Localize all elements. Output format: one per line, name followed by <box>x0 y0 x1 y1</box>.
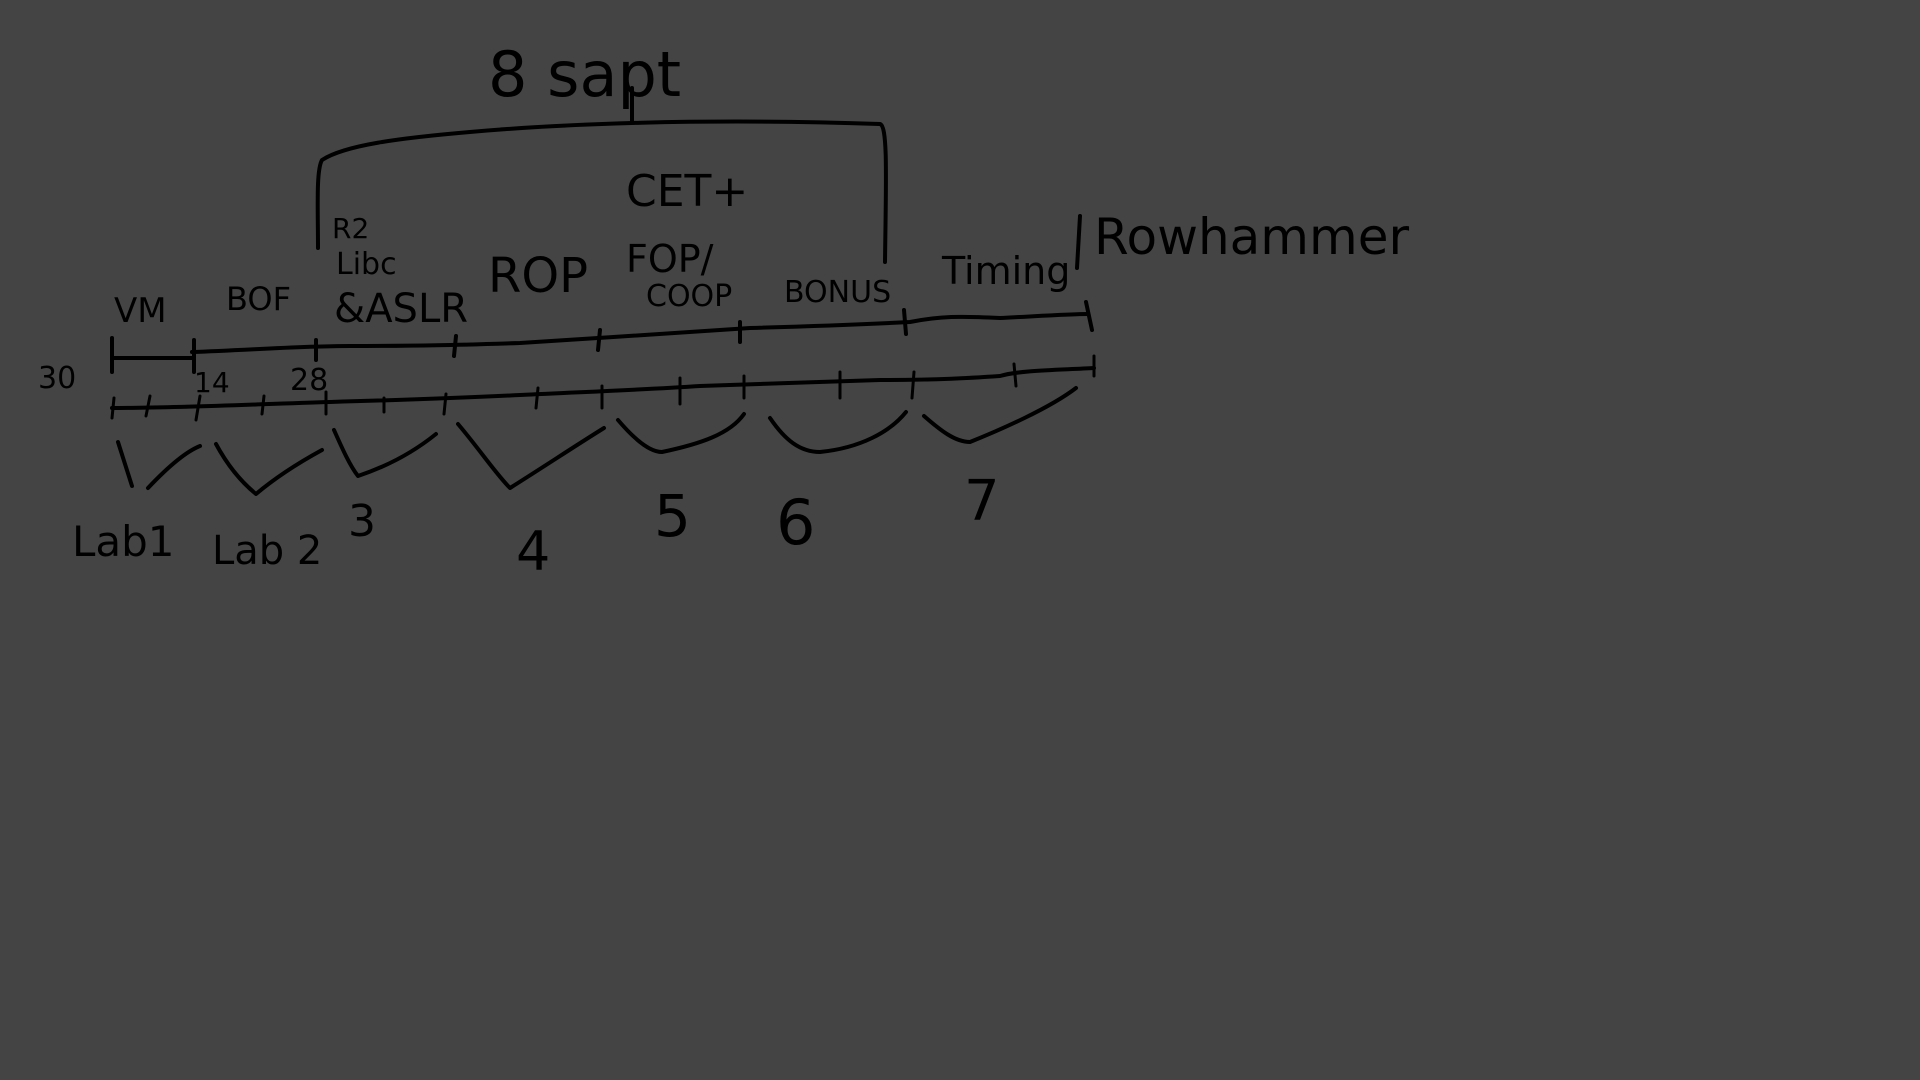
lab6-label: 6 <box>776 486 815 559</box>
topic-fop-line2: COOP <box>646 279 732 314</box>
topic-r2libc-line1: R2 <box>332 212 369 245</box>
date-d1: 14 <box>194 366 230 399</box>
lab4-label: 4 <box>516 520 550 583</box>
rowhammer-divider <box>1075 214 1082 270</box>
topic-timeline-ticks <box>110 300 1094 374</box>
lab3-label: 3 <box>348 496 376 547</box>
date-start: 30 <box>38 361 76 396</box>
lab3-bracket <box>332 428 438 478</box>
lab7-label: 7 <box>964 469 1000 534</box>
topic-fop-line1: FOP/ <box>626 237 714 281</box>
topic-vm: VM <box>114 291 167 331</box>
lab1-bracket <box>116 440 202 490</box>
date-d2: 28 <box>290 363 328 398</box>
lab7-bracket <box>922 386 1078 444</box>
topic-bonus: BONUS <box>784 275 891 310</box>
lab5-label: 5 <box>654 482 691 550</box>
lab6-bracket <box>768 410 908 454</box>
topic-timeline <box>112 312 1090 360</box>
week-timeline <box>110 366 1096 410</box>
lab2-label: Lab 2 <box>212 528 322 574</box>
lab4-bracket <box>456 422 606 490</box>
top-bracket <box>315 119 888 264</box>
rowhammer-label: Rowhammer <box>1094 208 1409 266</box>
lab2-bracket <box>214 442 324 496</box>
topic-r2libc-line3: &ASLR <box>334 286 468 332</box>
top-label: 8 sapt <box>488 38 681 111</box>
topic-rop: ROP <box>488 248 588 304</box>
topic-bof: BOF <box>226 280 291 318</box>
lab5-bracket <box>616 412 746 454</box>
week-timeline-ticks <box>110 354 1096 422</box>
cet-label: CET+ <box>626 166 748 217</box>
topic-r2libc-line2: Libc <box>336 247 397 282</box>
topic-timing: Timing <box>941 249 1070 293</box>
lab1-label: Lab1 <box>72 517 175 566</box>
